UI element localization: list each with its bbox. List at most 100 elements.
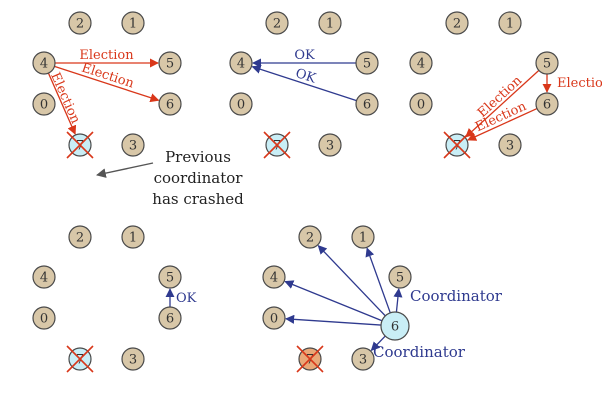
node-label: 0 <box>40 312 48 327</box>
labels-layer: ElectionElectionElectionOKOKElectionElec… <box>47 48 602 361</box>
node-circle <box>121 11 145 35</box>
node-6: 6 <box>355 92 379 116</box>
node-circle <box>68 11 92 35</box>
node-circle <box>355 51 379 75</box>
node-7: 7 <box>296 345 324 373</box>
edge-label: Coordinator <box>410 287 503 305</box>
node-circle <box>32 51 56 75</box>
node-5: 5 <box>535 51 559 75</box>
edge-label: Election <box>557 76 602 91</box>
node-label: 2 <box>76 17 84 32</box>
edge-label: Coordinator <box>373 343 466 361</box>
node-label: 3 <box>129 139 137 154</box>
node-4: 4 <box>32 265 56 289</box>
node-circle <box>445 11 469 35</box>
node-0: 0 <box>32 92 56 116</box>
caption-line-2: coordinator <box>154 169 244 187</box>
node-2: 2 <box>68 11 92 35</box>
node-circle <box>388 265 412 289</box>
node-circle <box>535 51 559 75</box>
node-circle <box>318 11 342 35</box>
node-label: 2 <box>453 17 461 32</box>
node-6: 6 <box>158 306 182 330</box>
node-7: 7 <box>443 131 471 159</box>
node-circle <box>32 265 56 289</box>
node-label: 4 <box>40 271 48 286</box>
node-label: 2 <box>306 231 314 246</box>
node-label: 1 <box>129 231 137 246</box>
node-label: 1 <box>326 17 334 32</box>
node-circle <box>265 11 289 35</box>
node-circle <box>158 51 182 75</box>
node-label: 3 <box>506 139 514 154</box>
node-0: 0 <box>32 306 56 330</box>
node-1: 1 <box>318 11 342 35</box>
node-label: 3 <box>326 139 334 154</box>
node-0: 0 <box>262 306 286 330</box>
node-label: 3 <box>129 353 137 368</box>
node-5: 5 <box>158 51 182 75</box>
caption-line-1: Previous <box>165 148 231 166</box>
node-label: 5 <box>396 271 404 286</box>
node-circle <box>158 306 182 330</box>
edge-label: Election <box>80 60 137 91</box>
node-7: 7 <box>66 345 94 373</box>
node-4: 4 <box>262 265 286 289</box>
edge-4-to-6 <box>54 65 160 103</box>
node-label: 4 <box>237 57 245 72</box>
edge-label: OK <box>294 66 318 87</box>
node-2: 2 <box>68 225 92 249</box>
node-circle <box>32 92 56 116</box>
node-circle <box>121 347 145 371</box>
edge-6-to-3 <box>370 335 386 352</box>
node-label: 1 <box>359 231 367 246</box>
node-circle <box>380 311 410 341</box>
node-2: 2 <box>445 11 469 35</box>
node-circle <box>262 306 286 330</box>
node-1: 1 <box>498 11 522 35</box>
node-circle <box>121 133 145 157</box>
node-label: 2 <box>273 17 281 32</box>
node-label: 5 <box>166 271 174 286</box>
node-3: 3 <box>498 133 522 157</box>
node-label: 4 <box>270 271 278 286</box>
node-0: 0 <box>229 92 253 116</box>
node-label: 2 <box>76 231 84 246</box>
node-circle <box>409 51 433 75</box>
node-circle <box>158 92 182 116</box>
node-7: 7 <box>66 131 94 159</box>
edge-6-to-2 <box>317 245 386 317</box>
node-label: 0 <box>237 98 245 113</box>
edge-6-to-4 <box>284 280 383 322</box>
node-circle <box>68 225 92 249</box>
node-5: 5 <box>158 265 182 289</box>
node-label: 1 <box>506 17 514 32</box>
node-4: 4 <box>229 51 253 75</box>
node-label: 6 <box>543 98 551 113</box>
nodes-layer: 0123456701234567012345670123456701234567 <box>32 11 559 373</box>
node-circle <box>498 133 522 157</box>
node-6: 6 <box>380 311 410 341</box>
node-label: 6 <box>166 312 174 327</box>
node-3: 3 <box>318 133 342 157</box>
edge-6-to-4 <box>251 64 357 102</box>
node-label: 0 <box>40 98 48 113</box>
node-circle <box>351 225 375 249</box>
crashed-cross-icon <box>263 131 291 159</box>
node-label: 6 <box>391 320 399 335</box>
node-4: 4 <box>32 51 56 75</box>
node-label: 4 <box>417 57 425 72</box>
node-6: 6 <box>158 92 182 116</box>
node-label: 6 <box>363 98 371 113</box>
node-label: 6 <box>166 98 174 113</box>
node-label: 5 <box>363 57 371 72</box>
node-label: 5 <box>543 57 551 72</box>
node-circle <box>32 306 56 330</box>
node-4: 4 <box>409 51 433 75</box>
node-label: 3 <box>359 353 367 368</box>
node-circle <box>535 92 559 116</box>
node-circle <box>318 133 342 157</box>
crashed-cross-icon <box>296 345 324 373</box>
edge-6-to-5 <box>393 288 403 313</box>
